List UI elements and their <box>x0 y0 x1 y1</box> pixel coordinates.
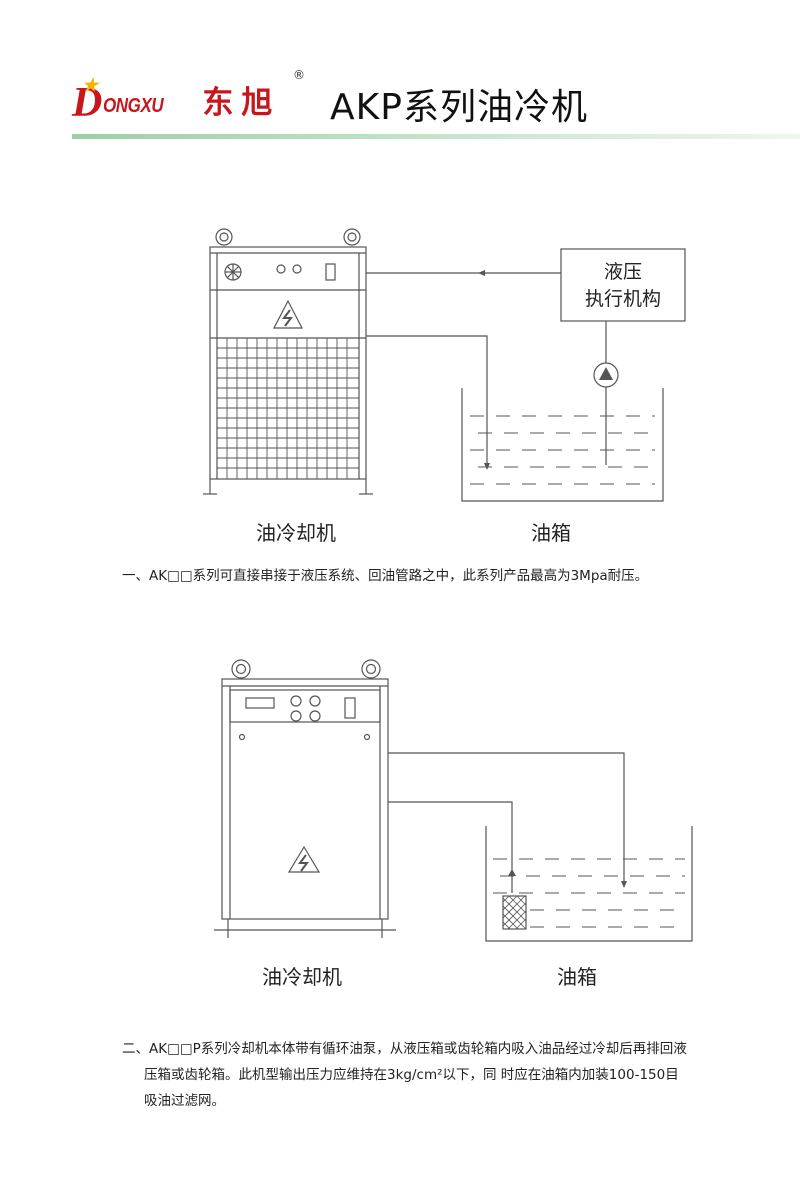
logo-wordmark: ONGXU <box>103 95 164 117</box>
pump-arrow-icon <box>599 367 613 380</box>
outlet-pipe <box>388 752 625 882</box>
flow-arrow-icon <box>484 463 490 470</box>
oil-level-lines <box>493 858 685 928</box>
indicator-light <box>276 264 286 274</box>
header-divider <box>72 134 800 139</box>
screw-icon <box>238 733 246 741</box>
hydraulic-actuator-box <box>560 248 686 322</box>
oil-level-lines <box>470 415 655 485</box>
digital-display <box>245 697 275 709</box>
page-title: AKP系列油冷机 <box>330 87 588 128</box>
lifting-ring-icon <box>215 228 233 246</box>
indicator-light <box>309 710 321 722</box>
control-panel <box>229 689 381 723</box>
note-2-line-1: 二、AK□□P系列冷却机本体带有循环油泵，从液压箱或齿轮箱内吸入油品经过冷却后再… <box>122 1041 687 1057</box>
high-voltage-warning-icon <box>273 299 303 329</box>
page-header: ★ D ONGXU 东旭 ® AKP系列油冷机 <box>0 60 800 140</box>
logo-chinese-name: 东旭 <box>202 85 281 121</box>
flow-arrow-icon <box>621 881 627 888</box>
filter-mesh <box>502 895 527 930</box>
indicator-light <box>290 710 302 722</box>
note-1: 一、AK□□系列可直接串接于液压系统、回油管路之中，此系列产品最高为3Mpa耐压… <box>122 568 649 584</box>
pump-icon <box>593 362 619 388</box>
tank-caption: 油箱 <box>531 521 571 545</box>
lifting-ring-icon <box>343 228 361 246</box>
indicator-light <box>309 695 321 707</box>
cooler-cabinet <box>209 246 367 480</box>
diagram-pump-cooler: 油冷却机 油箱 <box>0 650 800 1000</box>
high-voltage-warning-icon <box>287 845 321 873</box>
star-icon: ★ <box>82 75 99 95</box>
diagram-inline-cooler: 液压 执行机构 油冷却机 油箱 <box>0 220 800 550</box>
cooler-cabinet <box>221 678 389 920</box>
outlet-pipe <box>366 335 488 465</box>
dongxu-logo: ★ D ONGXU 东旭 <box>72 74 280 124</box>
note-2-line-3: 吸油过滤网。 <box>144 1093 225 1109</box>
digital-display <box>325 263 336 281</box>
lifting-ring-icon <box>231 659 251 679</box>
screw-icon <box>363 733 371 741</box>
tank-caption: 油箱 <box>557 965 597 989</box>
oil-tank <box>461 388 664 502</box>
flow-arrow-icon <box>508 869 516 876</box>
cooler-caption: 油冷却机 <box>256 521 336 545</box>
indicator-light <box>290 695 302 707</box>
cooler-caption: 油冷却机 <box>262 965 342 989</box>
oil-tank <box>485 826 693 942</box>
indicator-light <box>292 264 302 274</box>
lifting-ring-icon <box>361 659 381 679</box>
switch <box>344 697 356 719</box>
note-2: 二、AK□□P系列冷却机本体带有循环油泵，从液压箱或齿轮箱内吸入油品经过冷却后再… <box>122 1036 772 1114</box>
actuator-label-line1: 液压 <box>604 261 642 283</box>
note-2-line-2: 压箱或齿轮箱。此机型输出压力应维持在3kg/cm²以下，同 时应在油箱内加装10… <box>144 1067 679 1083</box>
fan-icon <box>224 263 242 281</box>
logo-letter-d: ★ D <box>72 75 103 126</box>
flow-arrow-icon <box>478 270 485 276</box>
cooler-vent-grid <box>217 338 359 479</box>
actuator-label-line2: 执行机构 <box>585 288 661 310</box>
registered-mark: ® <box>293 68 305 82</box>
suction-pipe <box>388 801 513 893</box>
